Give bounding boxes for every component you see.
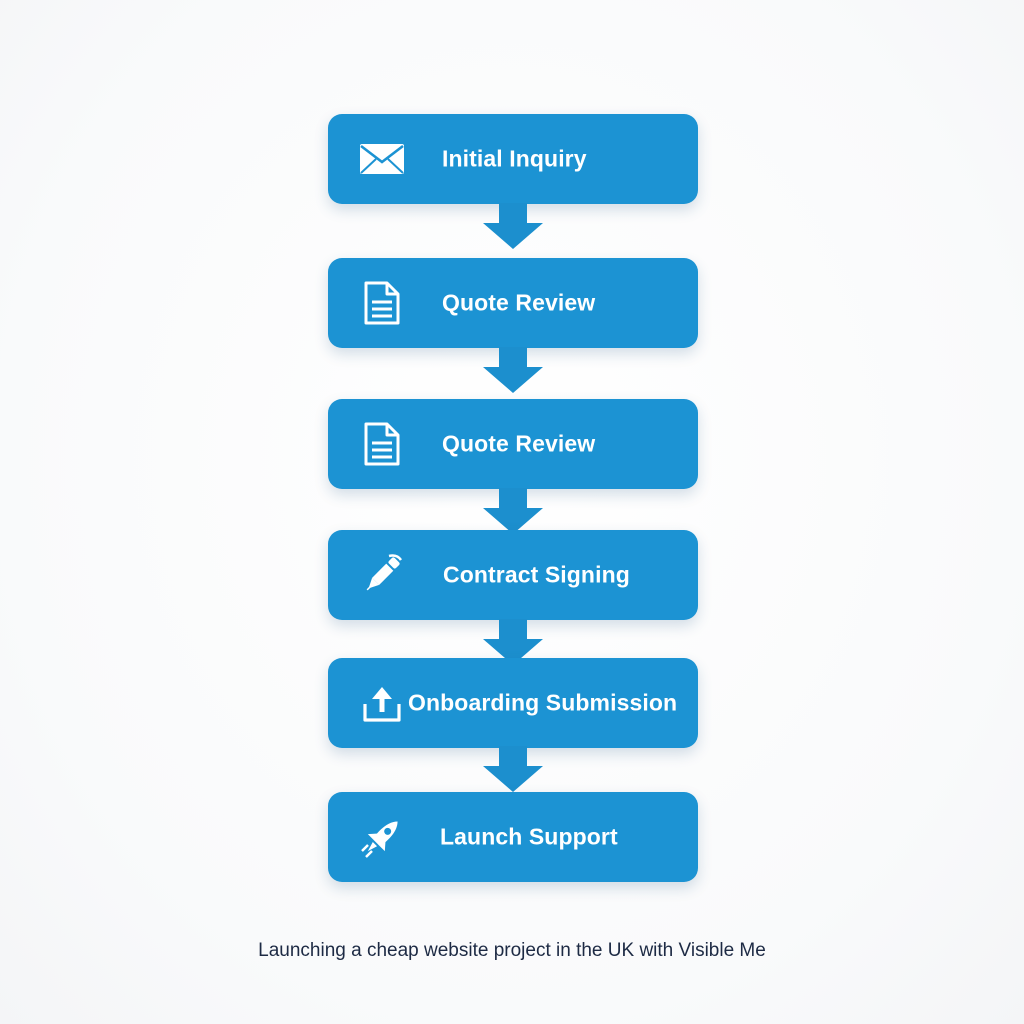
step-label: Onboarding Submission — [408, 689, 678, 716]
document-icon — [358, 420, 406, 468]
diagram-caption: Launching a cheap website project in the… — [258, 940, 766, 961]
down-arrow-icon — [483, 347, 543, 393]
step-label: Contract Signing — [443, 561, 630, 588]
step-launch-support: Launch Support — [328, 792, 698, 882]
down-arrow-icon — [483, 488, 543, 534]
down-arrow-icon — [483, 203, 543, 249]
down-arrow-icon — [483, 746, 543, 792]
pen-icon — [358, 551, 406, 599]
step-label: Initial Inquiry — [442, 145, 587, 172]
step-label: Quote Review — [442, 430, 596, 457]
step-quote-review: Quote Review — [328, 258, 698, 348]
step-onboarding-submission: Onboarding Submission — [328, 658, 698, 748]
step-label: Quote Review — [442, 289, 596, 316]
step-quote-review: Quote Review — [328, 399, 698, 489]
step-label: Launch Support — [440, 823, 618, 850]
document-icon — [358, 279, 406, 327]
envelope-icon — [358, 135, 406, 183]
step-initial-inquiry: Initial Inquiry — [328, 114, 698, 204]
rocket-icon — [358, 813, 406, 861]
step-contract-signing: Contract Signing — [328, 530, 698, 620]
down-arrow-icon — [483, 619, 543, 665]
upload-icon — [358, 679, 406, 727]
